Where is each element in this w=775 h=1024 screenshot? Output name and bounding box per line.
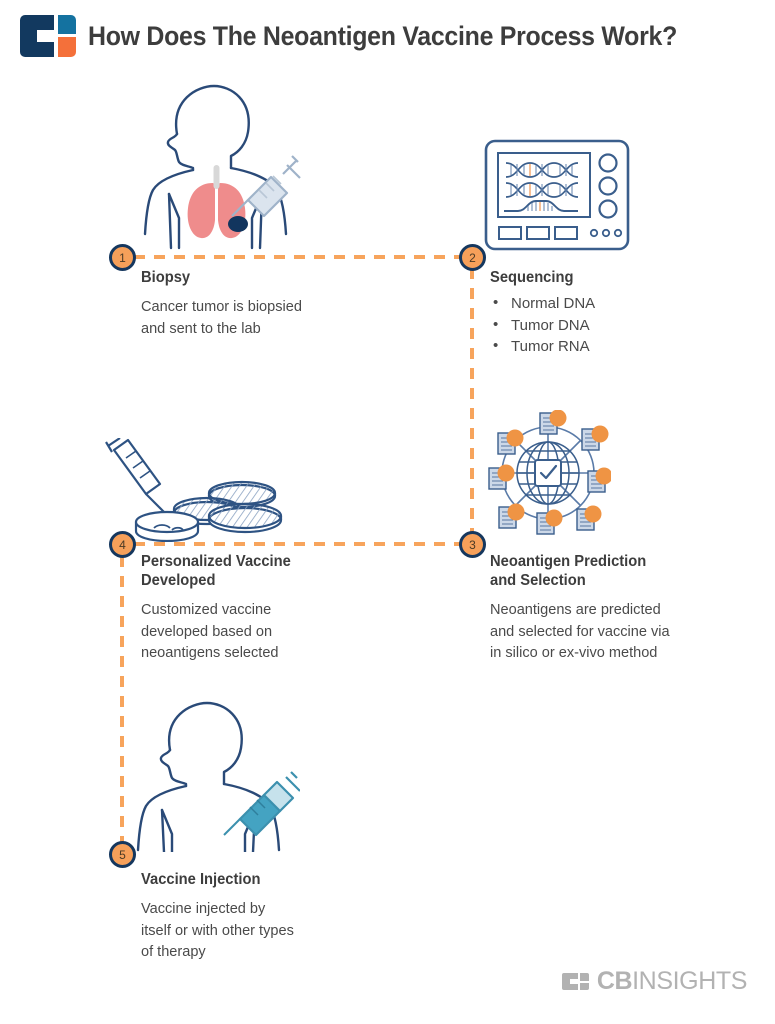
step-5-body: Vaccine injected by itself or with other… [141,900,294,960]
list-item: Normal DNA [490,292,690,315]
torso-arm-injection-icon [136,701,300,852]
logo-square-top [58,15,76,34]
cb-insights-footer-logo-icon [561,973,589,990]
logo-square-bottom [58,37,76,57]
step-marker-3[interactable]: 3 [459,531,486,558]
step-marker-4[interactable]: 4 [109,531,136,558]
footer-logo-c-notch [569,979,579,984]
step-4-body: Customized vaccine developed based on ne… [141,601,279,661]
list-item: Tumor DNA [490,314,690,337]
syringe-petri-dishes-icon [105,438,283,542]
footer-wordmark: CBINSIGHTS [596,967,748,996]
step-2-bullet-list: Normal DNA Tumor DNA Tumor RNA [490,292,690,358]
dna-sequencer-machine-icon [484,139,630,251]
step-block-2: Sequencing Normal DNA Tumor DNA Tumor RN… [490,268,690,358]
step-marker-1[interactable]: 1 [109,244,136,271]
cb-insights-logo-icon [20,15,76,57]
connector-step4-to-step5 [120,556,124,844]
footer-brand: CBINSIGHTS [561,967,748,996]
footer-logo-square-bottom [579,982,589,990]
torso-lungs-biopsy-syringe-icon [143,84,301,250]
step-1-heading: Biopsy [141,269,191,286]
step-2-heading: Sequencing [490,269,574,286]
globe-network-checklist-icon [488,410,611,535]
step-block-5: Vaccine Injection Vaccine injected by it… [141,870,301,963]
step-1-body: Cancer tumor is biopsied and sent to the… [141,298,302,337]
page-title: How Does The Neoantigen Vaccine Process … [88,20,678,51]
connector-step2-to-step3 [470,268,474,540]
step-block-1: Biopsy Cancer tumor is biopsied and sent… [141,268,331,339]
step-marker-5[interactable]: 5 [109,841,136,868]
step-3-heading: Neoantigen Prediction and Selection [490,553,647,589]
logo-c-notch [37,30,56,42]
step-4-heading: Personalized Vaccine Developed [141,553,291,589]
step-block-4: Personalized Vaccine Developed Customize… [141,552,311,664]
list-item: Tumor RNA [490,335,690,358]
footer-wordmark-bold: CB [596,967,633,995]
step-3-body: Neoantigens are predicted and selected f… [490,601,670,661]
step-marker-2[interactable]: 2 [459,244,486,271]
step-5-heading: Vaccine Injection [141,871,261,888]
page-header: How Does The Neoantigen Vaccine Process … [0,0,775,72]
footer-logo-square-top [579,973,589,981]
step-block-3: Neoantigen Prediction and Selection Neoa… [490,552,670,664]
footer-wordmark-light: INSIGHTS [632,967,747,995]
connector-step1-to-step2 [134,255,464,259]
connector-step3-to-step4 [134,542,464,546]
